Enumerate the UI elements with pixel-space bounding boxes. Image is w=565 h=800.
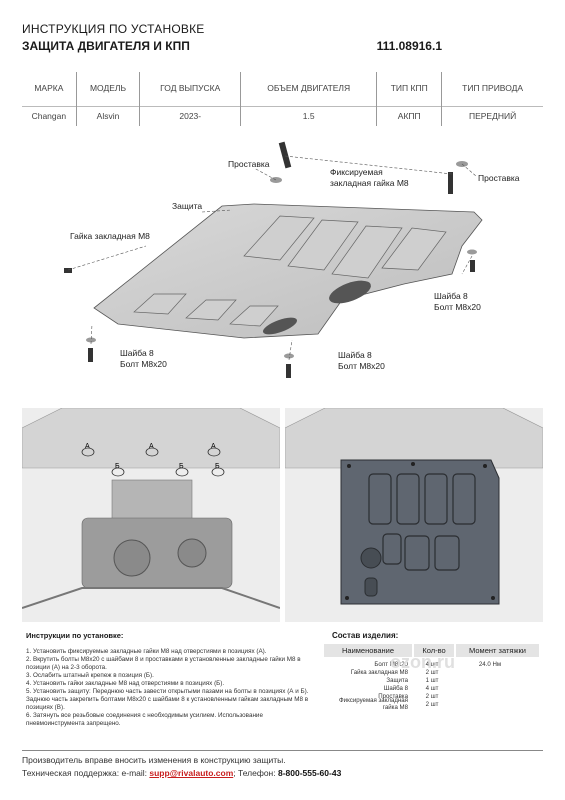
bolt-part bbox=[88, 348, 93, 362]
instructions-title: Инструкции по установке: bbox=[26, 631, 124, 640]
watermark: ozon.ru bbox=[390, 652, 455, 672]
support-prefix: Техническая поддержка: e-mail: bbox=[22, 768, 150, 778]
label-fixed-nut-line2: закладная гайка М8 bbox=[330, 178, 409, 188]
spec-cell: Alsvin bbox=[75, 105, 140, 126]
washer-part bbox=[86, 337, 96, 343]
plate-rib bbox=[229, 305, 279, 327]
spec-cell: 1.5 bbox=[240, 105, 377, 126]
label-bolt-left: Болт М8х20 bbox=[120, 359, 167, 369]
composition-row: Проставка 2 шт bbox=[378, 692, 439, 700]
col-torque: Момент затяжки bbox=[456, 644, 539, 657]
instruction-step: 6. Затянуть все резьбовые соединения с н… bbox=[26, 712, 263, 728]
col-header: ОБЪЕМ ДВИГАТЕЛЯ bbox=[240, 72, 377, 106]
label-washer-mid: Шайба 8 bbox=[338, 350, 372, 360]
header-title-row: ЗАЩИТА ДВИГАТЕЛЯ И КПП 111.08916.1 bbox=[22, 39, 442, 53]
drain-hatch bbox=[329, 280, 371, 304]
document-footer: Производитель вправе вносить изменения в… bbox=[22, 750, 543, 778]
plate-rib bbox=[381, 227, 447, 271]
plate-rib bbox=[287, 219, 359, 271]
marker-b: Б bbox=[215, 463, 220, 470]
instructions-list: 1. Установить фиксируемые закладные гайк… bbox=[26, 648, 316, 728]
product-code: 111.08916.1 bbox=[376, 39, 442, 53]
spec-cell: 2023- bbox=[139, 105, 241, 126]
skid-plate-drawing bbox=[64, 141, 483, 378]
label-fixed-nut-line1: Фиксируемая bbox=[330, 167, 383, 177]
plate-rib bbox=[243, 215, 315, 261]
spec-cell: АКПП bbox=[376, 105, 442, 126]
washer-part bbox=[467, 249, 477, 255]
instruction-step: 1. Установить фиксируемые закладные гайк… bbox=[26, 648, 267, 655]
marker-b: Б bbox=[179, 463, 184, 470]
plate-rib bbox=[185, 299, 237, 321]
label-nut-m8: Гайка закладная М8 bbox=[70, 231, 150, 241]
vehicle-spec-table: МАРКА МОДЕЛЬ ГОД ВЫПУСКА ОБЪЕМ ДВИГАТЕЛЯ… bbox=[22, 72, 543, 126]
composition-title: Состав изделия: bbox=[332, 631, 399, 640]
bolt-part bbox=[470, 260, 475, 272]
col-header: МАРКА bbox=[34, 82, 64, 93]
label-spacer-top: Проставка bbox=[228, 159, 270, 169]
plate-rib bbox=[133, 293, 187, 315]
underbody-view-before: A A A Б Б Б bbox=[22, 408, 280, 622]
installation-views: A A A Б Б Б bbox=[22, 408, 543, 622]
composition-row: Болт М8х20 4 шт 24.0 Нм bbox=[374, 660, 502, 668]
instruction-step: 3. Ослабить штатный крепеж в позиция (Б)… bbox=[26, 672, 154, 680]
spec-cell: ПЕРЕДНИЙ bbox=[441, 105, 543, 126]
composition-row: Защита 1 шт bbox=[386, 676, 439, 684]
col-name: Наименование bbox=[324, 644, 412, 657]
composition-row: Гайка закладная М8 2 шт bbox=[350, 668, 439, 676]
plate-rib bbox=[331, 225, 403, 279]
col-header: ГОД ВЫПУСКА bbox=[139, 72, 241, 106]
marker-b: Б bbox=[115, 463, 120, 470]
washer-part bbox=[284, 353, 294, 359]
document-header: ИНСТРУКЦИЯ ПО УСТАНОВКЕ ЗАЩИТА ДВИГАТЕЛЯ… bbox=[22, 22, 543, 53]
label-bolt-mid: Болт М8х20 bbox=[338, 361, 385, 371]
instruction-step: 2. Вкрутить болты М8х20 с шайбами 8 и пр… bbox=[26, 656, 301, 672]
marker-a: A bbox=[149, 443, 154, 450]
installed-plate-drawing bbox=[285, 408, 543, 622]
support-phone: 8-800-555-60-43 bbox=[277, 768, 342, 778]
composition-rows: Болт М8х20 4 шт 24.0 Нм Гайка закладная … bbox=[324, 660, 543, 712]
support-line: Техническая поддержка: e-mail: supp@riva… bbox=[22, 768, 543, 778]
col-header: ТИП ПРИВОДА bbox=[441, 72, 543, 106]
label-spacer-right: Проставка bbox=[478, 173, 520, 183]
label-protection: Защита bbox=[172, 201, 203, 211]
bolt-part bbox=[286, 364, 291, 378]
marker-a: A bbox=[211, 443, 216, 450]
label-washer-left: Шайба 8 bbox=[120, 348, 154, 358]
drain-hatch bbox=[262, 317, 298, 335]
spec-value-row: Changan Alsvin 2023- 1.5 АКПП ПЕРЕДНИЙ bbox=[22, 105, 543, 126]
underbody-drawing: A A A Б Б Б bbox=[22, 408, 280, 622]
underbody-view-installed bbox=[285, 408, 543, 622]
bolt-part bbox=[448, 172, 453, 194]
col-header: МОДЕЛЬ bbox=[75, 72, 140, 106]
instruction-step: 4. Установить гайки закладные М8 над отв… bbox=[26, 680, 225, 688]
composition-row: Шайба 8 4 шт bbox=[383, 684, 439, 692]
exploded-diagram: Проставка Фиксируемая закладная гайка М8… bbox=[22, 128, 543, 393]
col-qty: Кол-во bbox=[414, 644, 454, 657]
composition-row: Фиксируемая закладная гайка М8 2 шт bbox=[339, 697, 439, 711]
spec-header-row: МАРКА МОДЕЛЬ ГОД ВЫПУСКА ОБЪЕМ ДВИГАТЕЛЯ… bbox=[22, 72, 543, 106]
label-bolt-right: Болт М8х20 bbox=[434, 302, 481, 312]
product-title: ЗАЩИТА ДВИГАТЕЛЯ И КПП bbox=[22, 39, 190, 53]
support-email-link[interactable]: supp@rivalauto.com bbox=[149, 768, 234, 778]
manufacturer-note: Производитель вправе вносить изменения в… bbox=[22, 755, 286, 765]
composition-header: Наименование Кол-во Момент затяжки bbox=[324, 644, 543, 657]
spec-cell: Changan bbox=[22, 105, 77, 126]
phone-prefix: ; Телефон: bbox=[233, 768, 278, 778]
instruction-step: 5. Установить защиту: Переднюю часть зав… bbox=[26, 688, 309, 712]
marker-a: A bbox=[85, 443, 90, 450]
bolt-part bbox=[278, 141, 292, 169]
nut-part bbox=[64, 268, 72, 273]
composition-panel: Состав изделия: Наименование Кол-во Моме… bbox=[324, 628, 543, 712]
instructions-section: Инструкции по установке: 1. Установить ф… bbox=[22, 628, 543, 760]
col-header: ТИП КПП bbox=[376, 72, 442, 106]
header-subtitle: ИНСТРУКЦИЯ ПО УСТАНОВКЕ bbox=[22, 22, 205, 36]
label-washer-right: Шайба 8 bbox=[434, 291, 468, 301]
